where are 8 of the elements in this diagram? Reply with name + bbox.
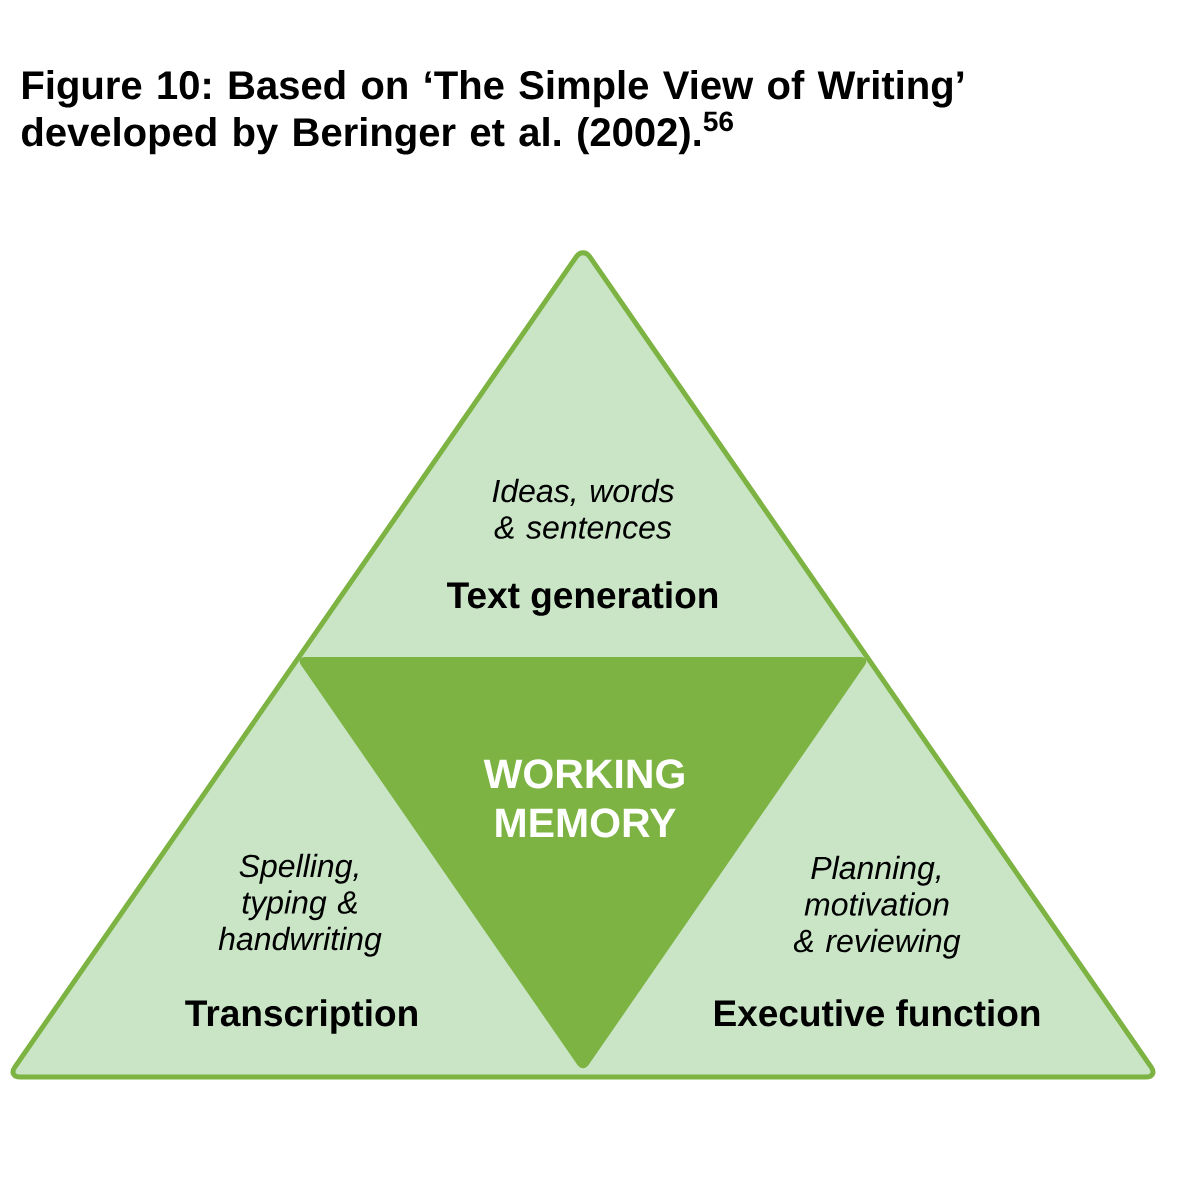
figure-title: Figure 10: Based on ‘The Simple View of Writing’ developed by Beringer et al. (2002).$^{56}$	[22, 70, 964, 155]
heading: WORKING MEMORY	[483, 759, 684, 838]
description-text: Spelling, typing & handwriting	[218, 853, 382, 957]
heading: Text generation	[447, 581, 718, 616]
description-text: Planning, motivation & reviewing	[793, 855, 961, 959]
heading: Transcription	[185, 999, 417, 1034]
heading: Executive function	[715, 999, 1040, 1027]
description-text: Ideas, words & sentences	[492, 478, 674, 539]
